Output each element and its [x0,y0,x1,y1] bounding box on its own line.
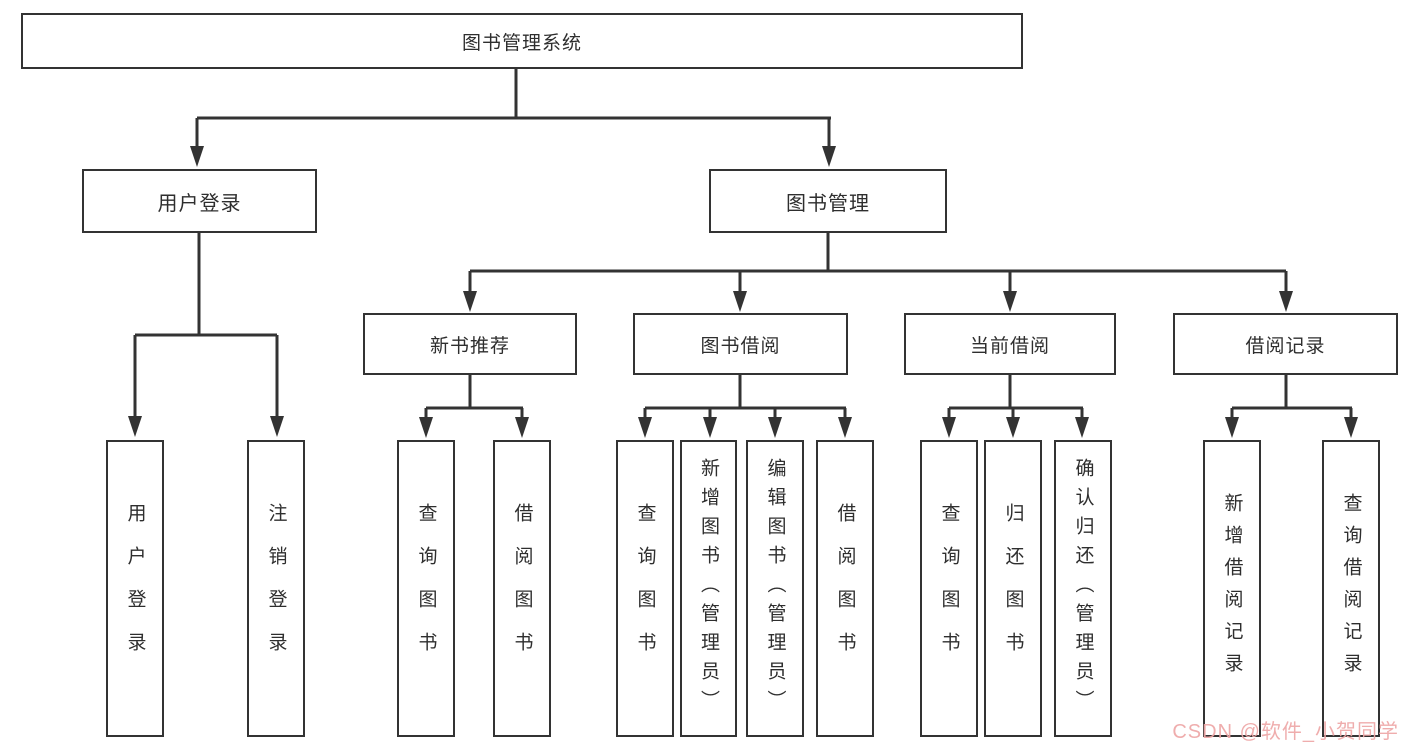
connector-to-user-login [195,118,199,146]
node-book-mgmt-label: 图书管理 [786,192,870,215]
node-borrowing-records-label: 借阅记录 [1245,335,1326,357]
leaf-add-borrow-record-label: 新增借阅记录 [1221,492,1243,685]
connector-to-current [1008,271,1012,291]
leaf-edit-books-admin: 编辑图书（管理员） [746,440,804,737]
leaf-edit-books-admin-label: 编辑图书（管理员） [764,458,786,719]
leaf-borrow-books-recommend: 借阅图书 [493,440,551,737]
arrow-to-user-login-icon [190,146,204,167]
connector-to-records [1284,271,1288,291]
connector-to-leaf10 [1011,408,1015,417]
node-book-borrowing: 图书借阅 [633,313,848,375]
connector-bookmgmt-crossbar [470,269,1286,273]
connector-userlogin-stem [197,233,201,335]
leaf-user-login-label: 用户登录 [124,502,146,675]
connector-root-stem [514,69,518,118]
node-current-borrowing: 当前借阅 [904,313,1116,375]
arrow-to-leaf9-icon [942,417,956,438]
leaf-confirm-return-admin: 确认归还（管理员） [1054,440,1112,737]
leaf-search-borrow-record-label: 查询借阅记录 [1340,492,1362,685]
node-borrowing-records: 借阅记录 [1173,313,1398,375]
node-new-book-recommend-label: 新书推荐 [429,335,510,357]
leaf-add-books-admin: 新增图书（管理员） [680,440,737,737]
csdn-watermark: CSDN @软件_小贺同学 [1172,721,1399,743]
leaf-add-books-admin-label: 新增图书（管理员） [698,458,719,719]
node-book-mgmt-branch: 图书管理 [709,169,947,233]
arrow-to-leaf-login-icon [128,416,142,437]
connector-newbooks-stem [468,375,472,408]
node-root-label: 图书管理系统 [461,32,582,54]
arrow-to-leaf4-icon [515,417,529,438]
arrow-to-leaf13-icon [1344,417,1358,438]
leaf-search-borrow-record: 查询借阅记录 [1322,440,1380,737]
arrow-to-records-icon [1279,291,1293,312]
connector-to-leaf3 [424,408,428,417]
leaf-search-books-current: 查询图书 [920,440,978,737]
leaf-search-books-borrowing-label: 查询图书 [634,502,656,675]
connector-to-leaf12 [1230,408,1234,417]
leaf-borrow-books-recommend-label: 借阅图书 [511,502,533,675]
arrow-to-leaf12-icon [1225,417,1239,438]
connector-to-leaf11 [1080,408,1084,417]
connector-root-crossbar [197,116,831,120]
leaf-search-books-recommend: 查询图书 [397,440,455,737]
leaf-search-books-recommend-label: 查询图书 [415,502,437,675]
node-new-book-recommend: 新书推荐 [363,313,577,375]
arrow-to-leaf-logout-icon [270,416,284,437]
connector-to-leaf5 [643,408,647,417]
connector-to-leaf4 [520,408,524,417]
node-user-login-branch: 用户登录 [82,169,317,233]
connector-borrowing-stem [738,375,742,408]
connector-to-leaf-login [133,335,137,416]
arrow-to-borrowing-icon [733,291,747,312]
leaf-user-login: 用户登录 [106,440,164,737]
leaf-return-books: 归还图书 [984,440,1042,737]
leaf-logout-label: 注销登录 [265,502,287,675]
node-user-login-label: 用户登录 [157,192,242,215]
connector-records-stem [1284,375,1288,408]
connector-current-crossbar [949,406,1083,410]
connector-records-crossbar [1232,406,1352,410]
connector-to-book-mgmt [827,118,831,146]
connector-userlogin-crossbar [135,333,277,337]
connector-to-leaf6 [708,408,712,417]
connector-to-leaf8 [843,408,847,417]
arrow-to-new-books-icon [463,291,477,312]
leaf-logout: 注销登录 [247,440,305,737]
connector-to-leaf9 [947,408,951,417]
arrow-to-leaf10-icon [1006,417,1020,438]
arrow-to-leaf3-icon [419,417,433,438]
leaf-confirm-return-admin-label: 确认归还（管理员） [1072,458,1094,719]
leaf-add-borrow-record: 新增借阅记录 [1203,440,1261,737]
connector-bookmgmt-stem [826,233,830,271]
connector-to-borrowing [738,271,742,291]
arrow-to-leaf6-icon [703,417,717,438]
arrow-to-book-mgmt-icon [822,146,836,167]
leaf-search-books-current-label: 查询图书 [938,502,960,675]
arrow-to-leaf5-icon [638,417,652,438]
leaf-borrow-books: 借阅图书 [816,440,874,737]
arrow-to-current-icon [1003,291,1017,312]
connector-current-stem [1008,375,1012,408]
arrow-to-leaf7-icon [768,417,782,438]
connector-newbooks-crossbar [426,406,523,410]
leaf-return-books-label: 归还图书 [1002,502,1024,675]
arrow-to-leaf8-icon [838,417,852,438]
node-book-borrowing-label: 图书借阅 [700,335,781,357]
connector-to-leaf13 [1349,408,1353,417]
leaf-search-books-borrowing: 查询图书 [616,440,674,737]
connector-to-new-books [468,271,472,291]
arrow-to-leaf11-icon [1075,417,1089,438]
node-current-borrowing-label: 当前借阅 [969,335,1050,357]
connector-to-leaf-logout [275,335,279,416]
node-root-library-system: 图书管理系统 [21,13,1023,69]
connector-to-leaf7 [773,408,777,417]
connector-borrowing-crossbar [645,406,846,410]
leaf-borrow-books-label: 借阅图书 [834,502,856,675]
